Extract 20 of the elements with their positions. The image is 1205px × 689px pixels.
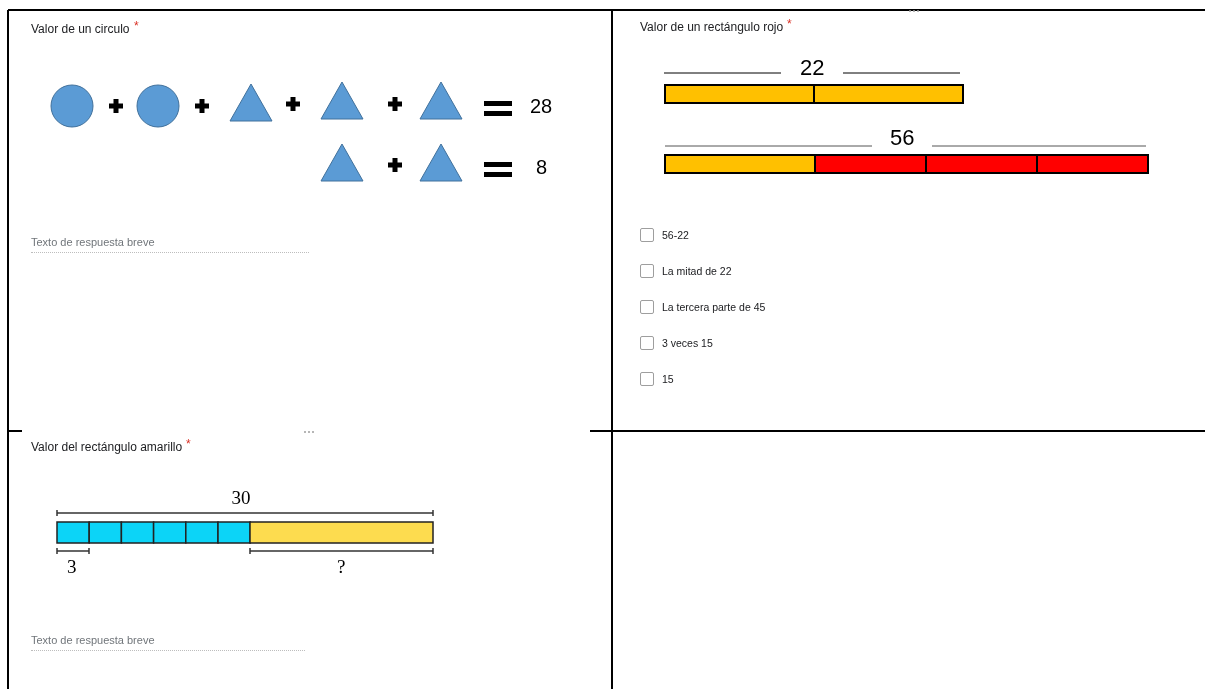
dimension-label: ?	[337, 556, 346, 578]
required-mark: *	[787, 17, 792, 31]
dimension-label: 3	[67, 556, 77, 578]
option-label: 56-22	[662, 229, 689, 241]
option-label: La mitad de 22	[662, 265, 732, 277]
option-label: 15	[662, 373, 674, 385]
bar-total: 56	[890, 125, 915, 151]
question-title: Valor de un circulo	[31, 22, 130, 36]
option-label: 3 veces 15	[662, 337, 713, 349]
dimension-label: 30	[231, 487, 251, 509]
required-mark: *	[186, 437, 191, 451]
question-title: Valor de un rectángulo rojo	[640, 20, 784, 34]
bar-total: 22	[800, 55, 825, 81]
question-title: Valor del rectángulo amarillo	[31, 440, 183, 454]
input-field: Texto de respuesta breve	[31, 634, 305, 651]
equation-result: 8	[536, 156, 548, 179]
required-mark: *	[134, 19, 139, 33]
option-label: La tercera parte de 45	[662, 301, 766, 313]
input-field: Texto de respuesta breve	[31, 236, 309, 253]
equation-result: 28	[530, 95, 553, 118]
